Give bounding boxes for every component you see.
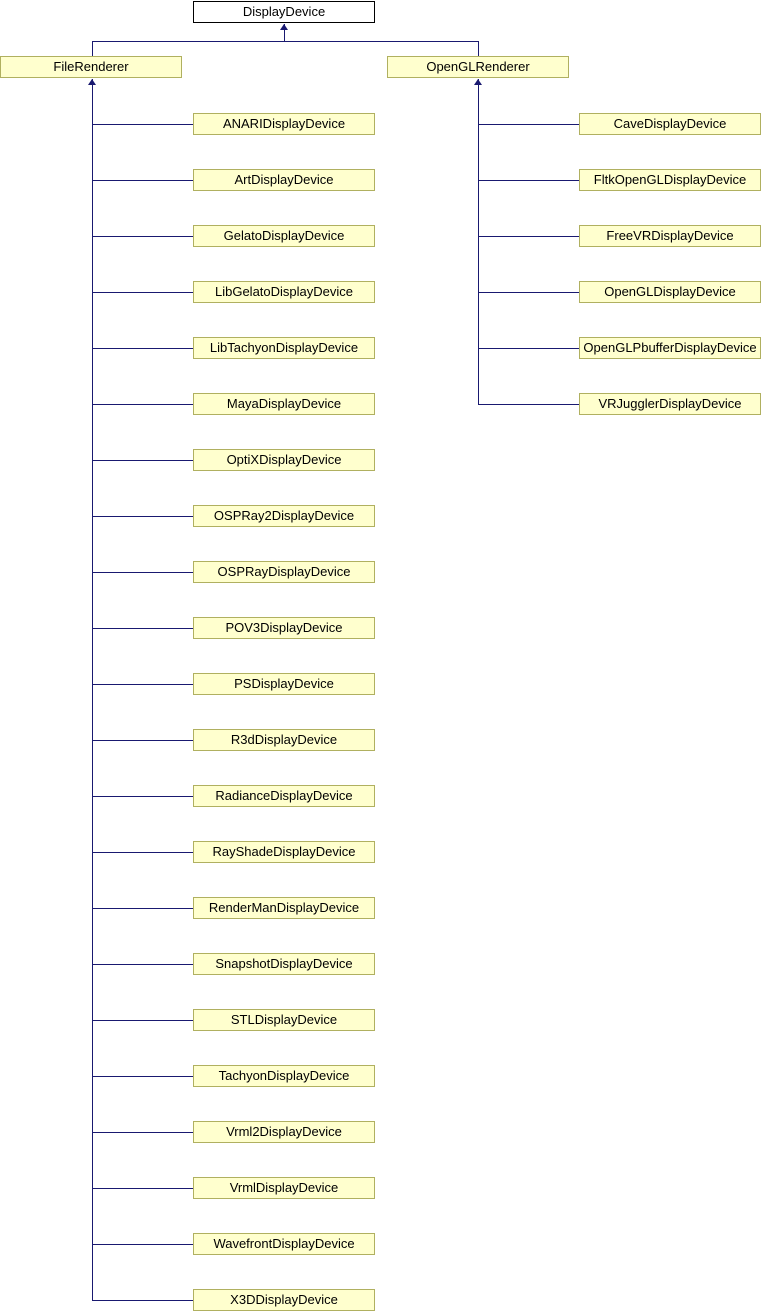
edge-connector — [478, 124, 579, 125]
edge-connector — [478, 180, 579, 181]
class-node-opengl-renderer[interactable]: OpenGLRenderer — [387, 56, 569, 78]
class-node-vrml-display-device[interactable]: VrmlDisplayDevice — [193, 1177, 375, 1199]
class-node-vrml2-display-device[interactable]: Vrml2DisplayDevice — [193, 1121, 375, 1143]
edge-connector — [92, 460, 193, 461]
edge-drop-openglrenderer — [478, 41, 479, 56]
edge-connector — [478, 236, 579, 237]
edge-connector — [92, 1076, 193, 1077]
class-node-display-device: DisplayDevice — [193, 1, 375, 23]
class-node-snapshot-display-device[interactable]: SnapshotDisplayDevice — [193, 953, 375, 975]
class-node-maya-display-device[interactable]: MayaDisplayDevice — [193, 393, 375, 415]
edge-connector — [92, 236, 193, 237]
class-node-ospray-display-device[interactable]: OSPRayDisplayDevice — [193, 561, 375, 583]
edge-connector — [92, 292, 193, 293]
edge-connector — [92, 1244, 193, 1245]
edge-root-span — [92, 41, 479, 42]
edge-connector — [92, 740, 193, 741]
edge-connector — [92, 796, 193, 797]
edge-drop-filerenderer — [92, 41, 93, 56]
class-node-openglpbuffer-display-device[interactable]: OpenGLPbufferDisplayDevice — [579, 337, 761, 359]
class-node-r3d-display-device[interactable]: R3dDisplayDevice — [193, 729, 375, 751]
class-node-fltkopengl-display-device[interactable]: FltkOpenGLDisplayDevice — [579, 169, 761, 191]
class-node-libgelato-display-device[interactable]: LibGelatoDisplayDevice — [193, 281, 375, 303]
edge-connector — [92, 516, 193, 517]
class-node-gelato-display-device[interactable]: GelatoDisplayDevice — [193, 225, 375, 247]
class-node-stl-display-device[interactable]: STLDisplayDevice — [193, 1009, 375, 1031]
edge-connector — [92, 964, 193, 965]
class-node-optix-display-device[interactable]: OptiXDisplayDevice — [193, 449, 375, 471]
edge-connector — [92, 628, 193, 629]
edge-connector — [92, 684, 193, 685]
class-node-x3d-display-device[interactable]: X3DDisplayDevice — [193, 1289, 375, 1311]
edge-connector — [92, 180, 193, 181]
class-node-cave-display-device[interactable]: CaveDisplayDevice — [579, 113, 761, 135]
edge-connector — [92, 908, 193, 909]
class-node-opengl-display-device[interactable]: OpenGLDisplayDevice — [579, 281, 761, 303]
edge-connector — [92, 1020, 193, 1021]
class-node-ospray2-display-device[interactable]: OSPRay2DisplayDevice — [193, 505, 375, 527]
edge-connector — [92, 1300, 193, 1301]
class-node-art-display-device[interactable]: ArtDisplayDevice — [193, 169, 375, 191]
edge-openglrenderer-trunk — [478, 79, 479, 405]
edge-connector — [92, 572, 193, 573]
class-node-vrjuggler-display-device[interactable]: VRJugglerDisplayDevice — [579, 393, 761, 415]
edge-connector — [478, 404, 579, 405]
class-node-tachyon-display-device[interactable]: TachyonDisplayDevice — [193, 1065, 375, 1087]
edge-connector — [92, 1188, 193, 1189]
class-node-file-renderer[interactable]: FileRenderer — [0, 56, 182, 78]
edge-filerenderer-trunk — [92, 79, 93, 1301]
class-node-anari-display-device[interactable]: ANARIDisplayDevice — [193, 113, 375, 135]
class-node-freevr-display-device[interactable]: FreeVRDisplayDevice — [579, 225, 761, 247]
edge-root-stem — [284, 24, 285, 42]
class-node-wavefront-display-device[interactable]: WavefrontDisplayDevice — [193, 1233, 375, 1255]
class-node-pov3-display-device[interactable]: POV3DisplayDevice — [193, 617, 375, 639]
edge-connector — [92, 124, 193, 125]
class-node-rayshade-display-device[interactable]: RayShadeDisplayDevice — [193, 841, 375, 863]
edge-connector — [92, 1132, 193, 1133]
edge-connector — [478, 292, 579, 293]
class-node-libtachyon-display-device[interactable]: LibTachyonDisplayDevice — [193, 337, 375, 359]
class-node-renderman-display-device[interactable]: RenderManDisplayDevice — [193, 897, 375, 919]
edge-connector — [92, 852, 193, 853]
class-node-ps-display-device[interactable]: PSDisplayDevice — [193, 673, 375, 695]
edge-connector — [478, 348, 579, 349]
class-node-radiance-display-device[interactable]: RadianceDisplayDevice — [193, 785, 375, 807]
edge-connector — [92, 404, 193, 405]
edge-connector — [92, 348, 193, 349]
